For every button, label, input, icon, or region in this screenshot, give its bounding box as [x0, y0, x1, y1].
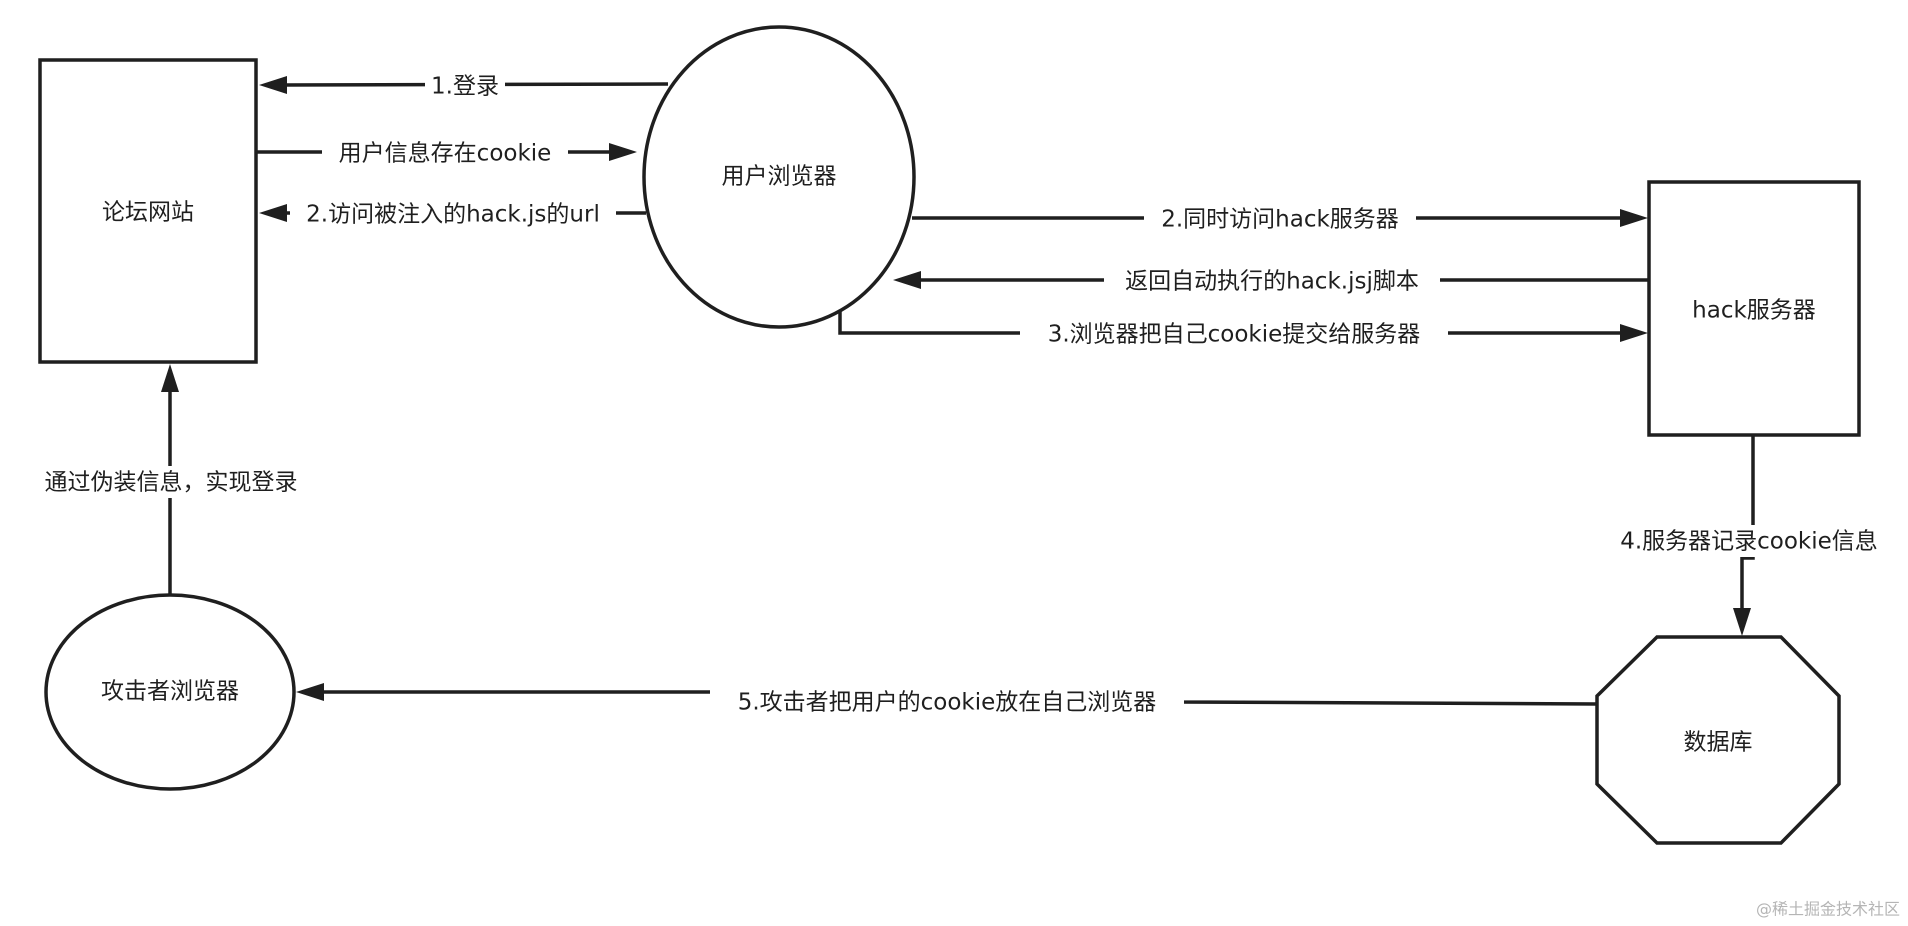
edge-visit-hack-label: 2.同时访问hack服务器 — [1161, 207, 1399, 233]
edge-visit-injected-label: 2.访问被注入的hack.js的url — [306, 202, 600, 228]
node-forum: 论坛网站 — [38, 58, 258, 364]
edge-record-cookie-arrowhead — [1733, 608, 1751, 636]
edge-cookie-store-label: 用户信息存在cookie — [339, 141, 552, 167]
node-attacker-browser: 攻击者浏览器 — [44, 593, 296, 791]
edge-attacker-put: 5.攻击者把用户的cookie放在自己浏览器 — [296, 683, 1598, 718]
node-hack-server-label: hack服务器 — [1692, 298, 1816, 324]
node-database: 数据库 — [1595, 635, 1841, 845]
edge-return-script-arrowhead — [893, 271, 921, 289]
node-database-shape — [1595, 635, 1841, 845]
edge-record-cookie-line — [1740, 435, 1755, 610]
edge-login-arrowhead — [259, 76, 287, 94]
node-forum-label: 论坛网站 — [102, 200, 194, 226]
edge-cookie-store: 用户信息存在cookie — [256, 137, 637, 169]
edge-fake-login-label: 通过伪装信息，实现登录 — [45, 470, 298, 496]
edge-visit-hack-arrowhead — [1620, 209, 1648, 227]
edge-record-cookie: 4.服务器记录cookie信息 — [1604, 435, 1894, 636]
node-user-browser-label: 用户浏览器 — [722, 164, 837, 190]
edge-visit-injected: 2.访问被注入的hack.js的url — [259, 198, 646, 230]
edge-fake-login: 通过伪装信息，实现登录 — [26, 364, 316, 595]
edge-submit-cookie: 3.浏览器把自己cookie提交给服务器 — [838, 310, 1648, 350]
edge-visit-hack: 2.同时访问hack服务器 — [912, 203, 1648, 235]
edge-cookie-store-arrowhead — [609, 143, 637, 161]
node-attacker-browser-label: 攻击者浏览器 — [101, 679, 239, 705]
edge-return-script: 返回自动执行的hack.jsj脚本 — [893, 265, 1649, 297]
edge-login-label: 1.登录 — [431, 74, 499, 100]
edge-visit-injected-arrowhead — [259, 204, 287, 222]
edge-return-script-label: 返回自动执行的hack.jsj脚本 — [1125, 269, 1419, 295]
node-user-browser: 用户浏览器 — [642, 25, 916, 329]
watermark-text: @稀土掘金技术社区 — [1756, 900, 1900, 919]
edge-submit-cookie-arrowhead — [1620, 324, 1648, 342]
node-hack-server-shape — [1647, 180, 1861, 437]
node-user-browser-shape — [642, 25, 916, 329]
node-forum-shape — [38, 58, 258, 364]
node-database-label: 数据库 — [1684, 730, 1753, 756]
edge-submit-cookie-label: 3.浏览器把自己cookie提交给服务器 — [1048, 322, 1421, 348]
edge-fake-login-arrowhead — [161, 364, 179, 392]
node-hack-server: hack服务器 — [1647, 180, 1861, 437]
edge-record-cookie-label: 4.服务器记录cookie信息 — [1620, 529, 1878, 555]
edge-attacker-put-label: 5.攻击者把用户的cookie放在自己浏览器 — [738, 690, 1157, 716]
edge-login: 1.登录 — [259, 70, 669, 102]
edge-attacker-put-arrowhead — [296, 683, 324, 701]
